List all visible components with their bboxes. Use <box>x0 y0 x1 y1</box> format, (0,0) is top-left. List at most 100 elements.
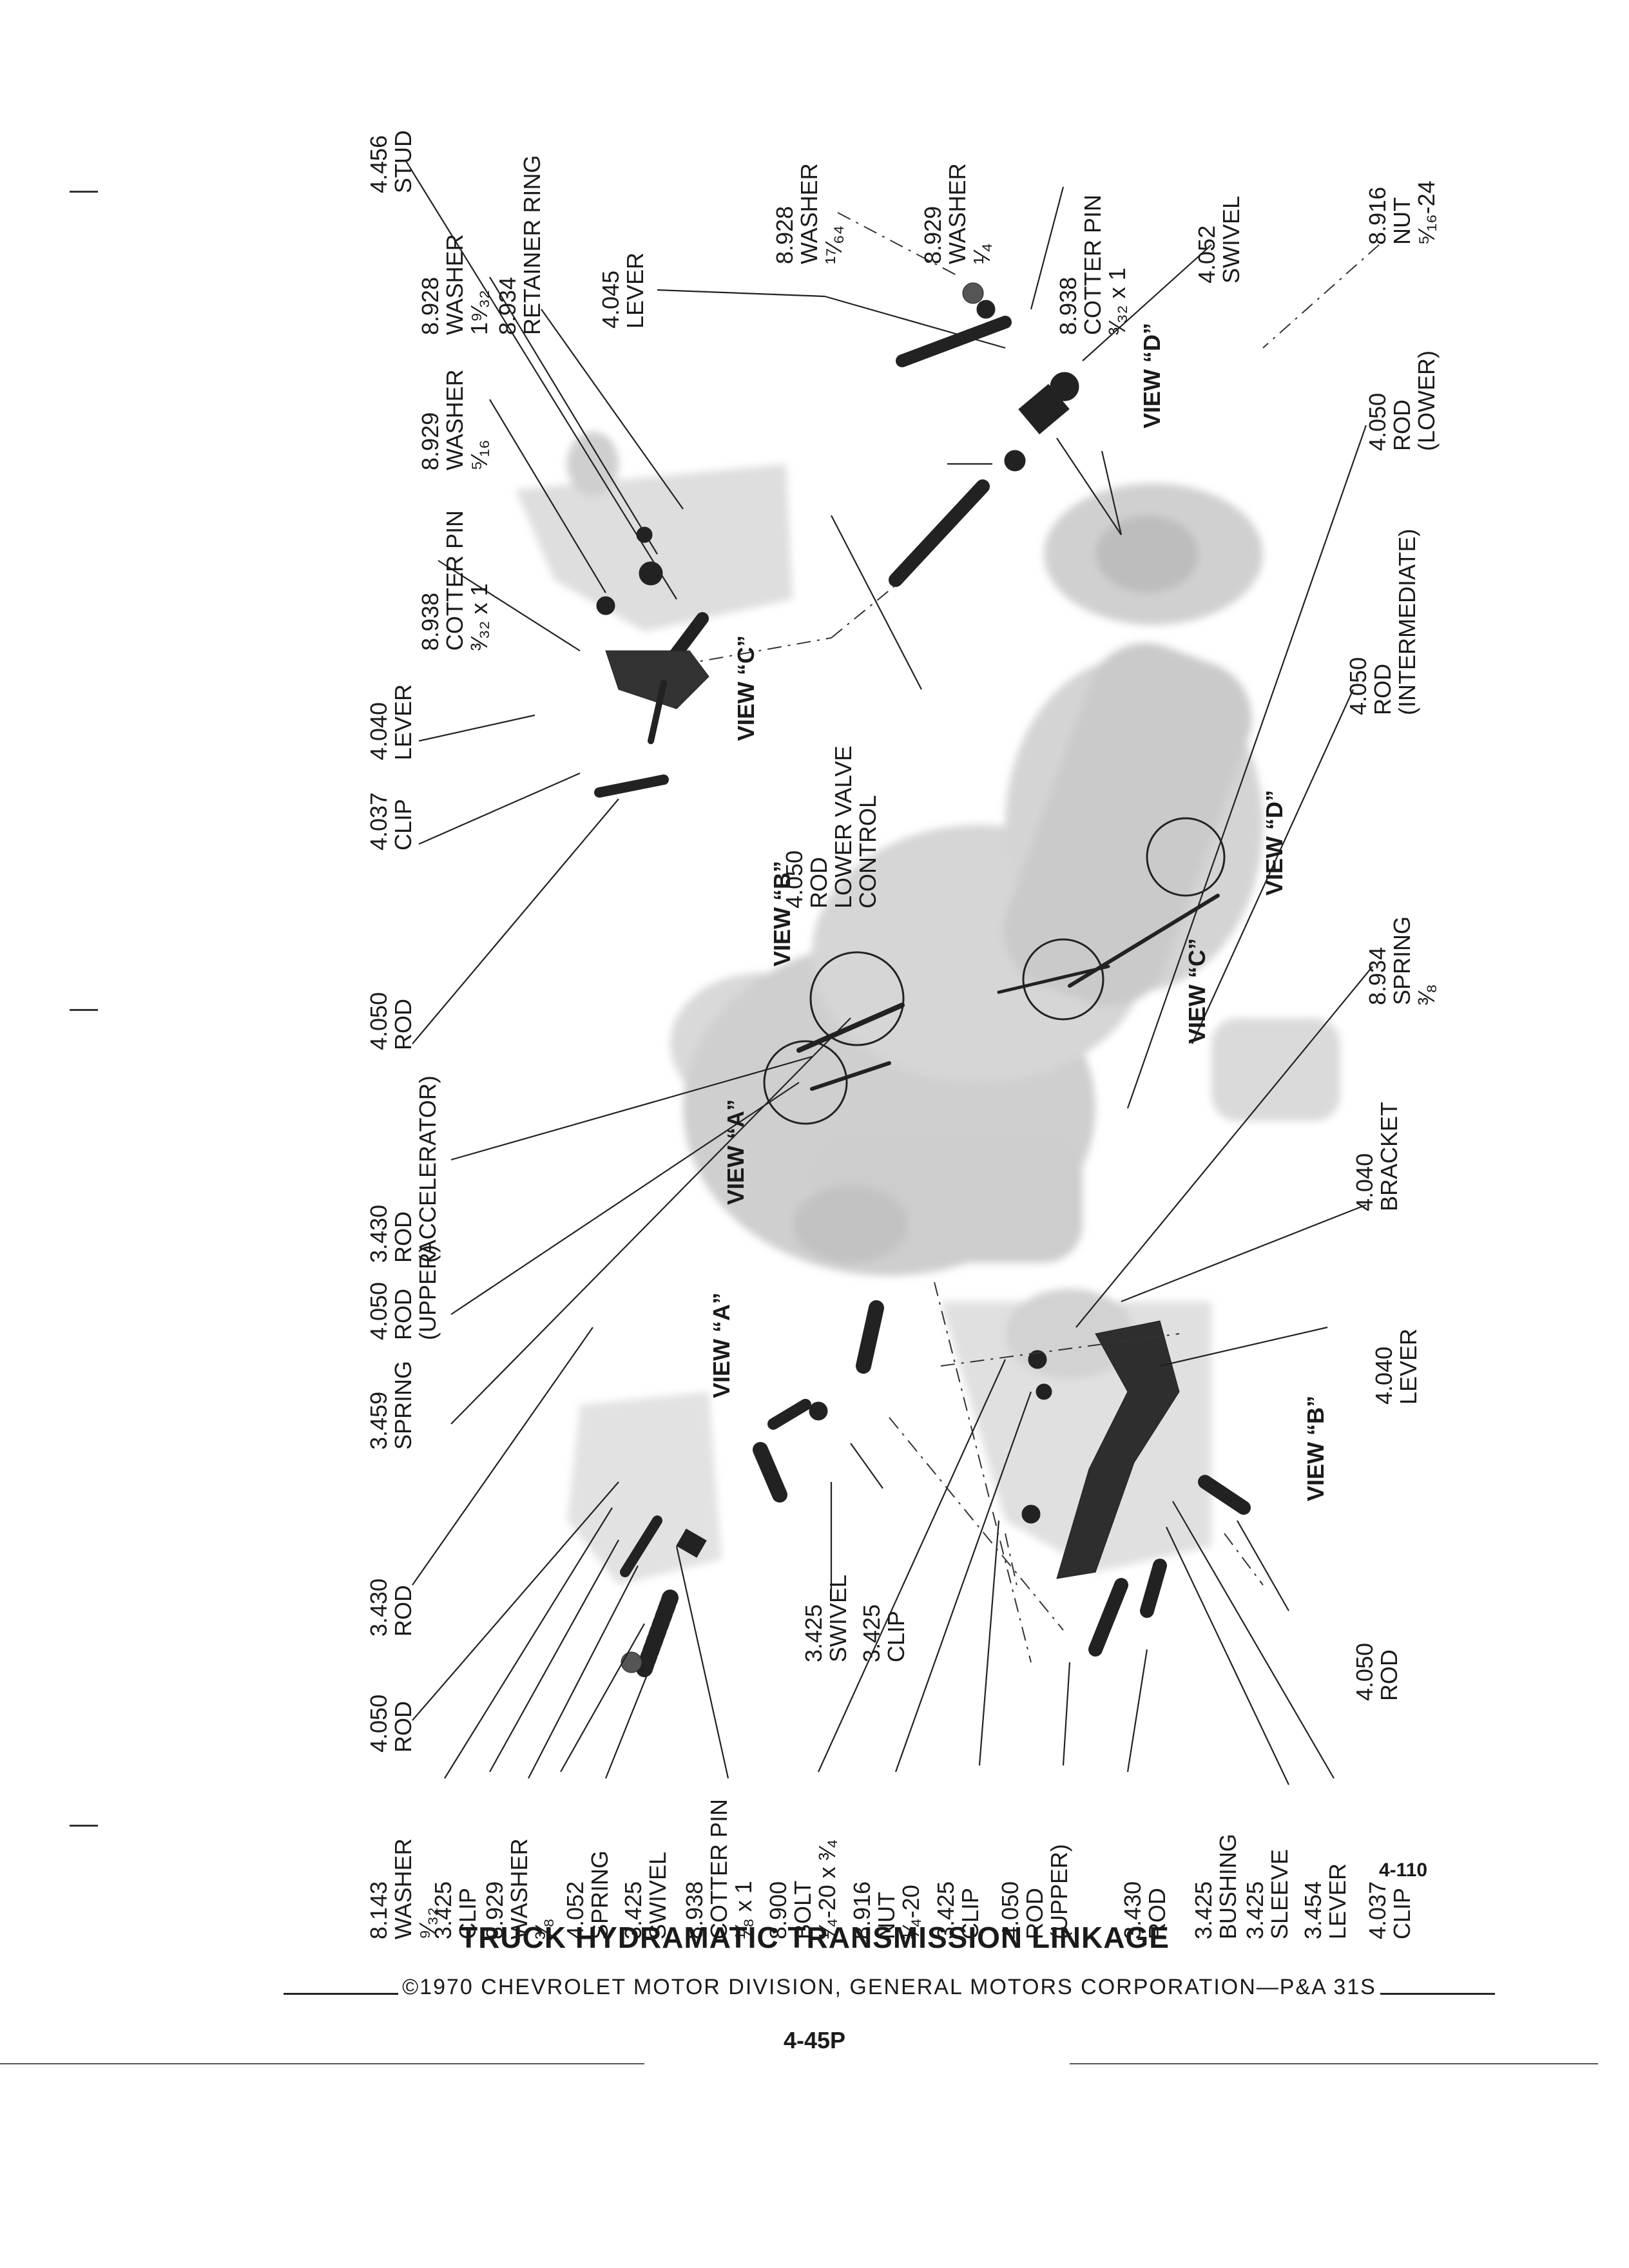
view-b-label-lower: VIEW “B” <box>1302 1396 1329 1501</box>
view-d-label-lower: VIEW “D” <box>1261 790 1287 896</box>
part-number: 4.040 <box>365 702 392 760</box>
view-a-label-lower: VIEW “A” <box>708 1293 735 1398</box>
part-label: ROD <box>1389 399 1415 451</box>
part-number: 3.425 <box>1242 1881 1268 1939</box>
view-a-label: VIEW “A” <box>722 1099 749 1205</box>
part-label: SPRING <box>586 1850 613 1939</box>
part-label: LEVER <box>390 684 416 760</box>
part-number: 4.037 <box>365 793 392 850</box>
copyright-rule-right <box>1380 1992 1496 1995</box>
view-circles <box>763 817 1226 1125</box>
part-label: WASHER <box>944 163 970 264</box>
part-label: WASHER <box>390 1838 416 1939</box>
part-label: (UPPER) <box>414 1245 441 1340</box>
part-number: 3.425 <box>800 1604 827 1662</box>
part-label: BUSHING <box>1215 1834 1241 1939</box>
part-label: LEVER <box>1395 1329 1422 1405</box>
part-number: 4.052 <box>562 1881 588 1939</box>
part-label: SWIVEL <box>644 1852 671 1939</box>
part-label: NUT <box>873 1892 900 1939</box>
part-number: 8.928 <box>417 277 443 335</box>
part-label: ROD <box>1376 1649 1402 1701</box>
copyright-text: ©1970 CHEVROLET MOTOR DIVISION, GENERAL … <box>402 1974 1376 1999</box>
part-number: 8.934 <box>1364 947 1391 1005</box>
part-number: 8.929 <box>417 412 443 470</box>
part-label: RETAINER RING <box>519 155 545 335</box>
part-label: (UPPER) <box>1046 1844 1072 1939</box>
part-label: (ACCELERATOR) <box>414 1075 441 1263</box>
part-label: ROD <box>1021 1888 1048 1939</box>
part-label: SWIVEL <box>825 1575 851 1662</box>
part-number: 3.430 <box>365 1205 392 1263</box>
view-c-label: VIEW “C” <box>733 635 759 741</box>
view-c-mount-illustration <box>516 432 793 631</box>
part-label: ³⁄₈ <box>1413 984 1440 1005</box>
dashed-center-lines <box>650 212 1380 1663</box>
part-label: CLIP <box>454 1888 481 1939</box>
part-label: ¹⁄₄-20 <box>898 1885 924 1939</box>
part-label: CLIP <box>883 1611 909 1662</box>
part-label: COTTER PIN <box>441 510 468 651</box>
part-label: ROD <box>1369 664 1396 715</box>
part-number: 4.040 <box>1371 1347 1397 1405</box>
part-number: 8.916 <box>1364 187 1391 245</box>
part-label: ROD <box>390 1289 416 1340</box>
leader-lines <box>405 160 1373 1785</box>
figure-number: 4-110 <box>1379 1860 1427 1881</box>
bottom-rule-left <box>0 2063 644 2064</box>
part-number: 4.045 <box>597 271 624 329</box>
linkage-parts <box>594 282 1251 1677</box>
view-d-label: VIEW “D” <box>1139 323 1165 428</box>
part-label: ROD <box>805 857 832 908</box>
binder-mark-top <box>70 191 98 193</box>
part-label: ROD <box>390 1585 416 1637</box>
part-label: SWIVEL <box>1218 196 1244 284</box>
view-a-mount-illustration <box>567 1392 722 1585</box>
page-title: TRUCK HYDRAMATIC TRANSMISSION LINKAGE <box>459 1921 1170 1954</box>
part-number: 3.425 <box>932 1881 959 1939</box>
part-label: COTTER PIN <box>1079 195 1106 335</box>
part-number: 3.425 <box>620 1881 646 1939</box>
part-label: WASHER <box>441 369 468 470</box>
part-label: SPRING <box>1389 916 1415 1005</box>
part-label: STUD <box>390 130 416 193</box>
page-number: 4-45P <box>783 2027 846 2053</box>
view-b-label: VIEW “B” <box>769 861 795 966</box>
bottom-rule-right <box>1070 2063 1598 2064</box>
part-number: 8.934 <box>494 277 521 335</box>
copyright-rule-left <box>284 1992 399 1995</box>
part-label: LEVER <box>1324 1863 1351 1939</box>
part-label: SPRING <box>390 1361 416 1450</box>
part-label: ¹⁄₄-20 x ³⁄₄ <box>814 1840 840 1939</box>
part-number: 8.929 <box>481 1881 508 1939</box>
part-label: CLIP <box>390 799 416 850</box>
